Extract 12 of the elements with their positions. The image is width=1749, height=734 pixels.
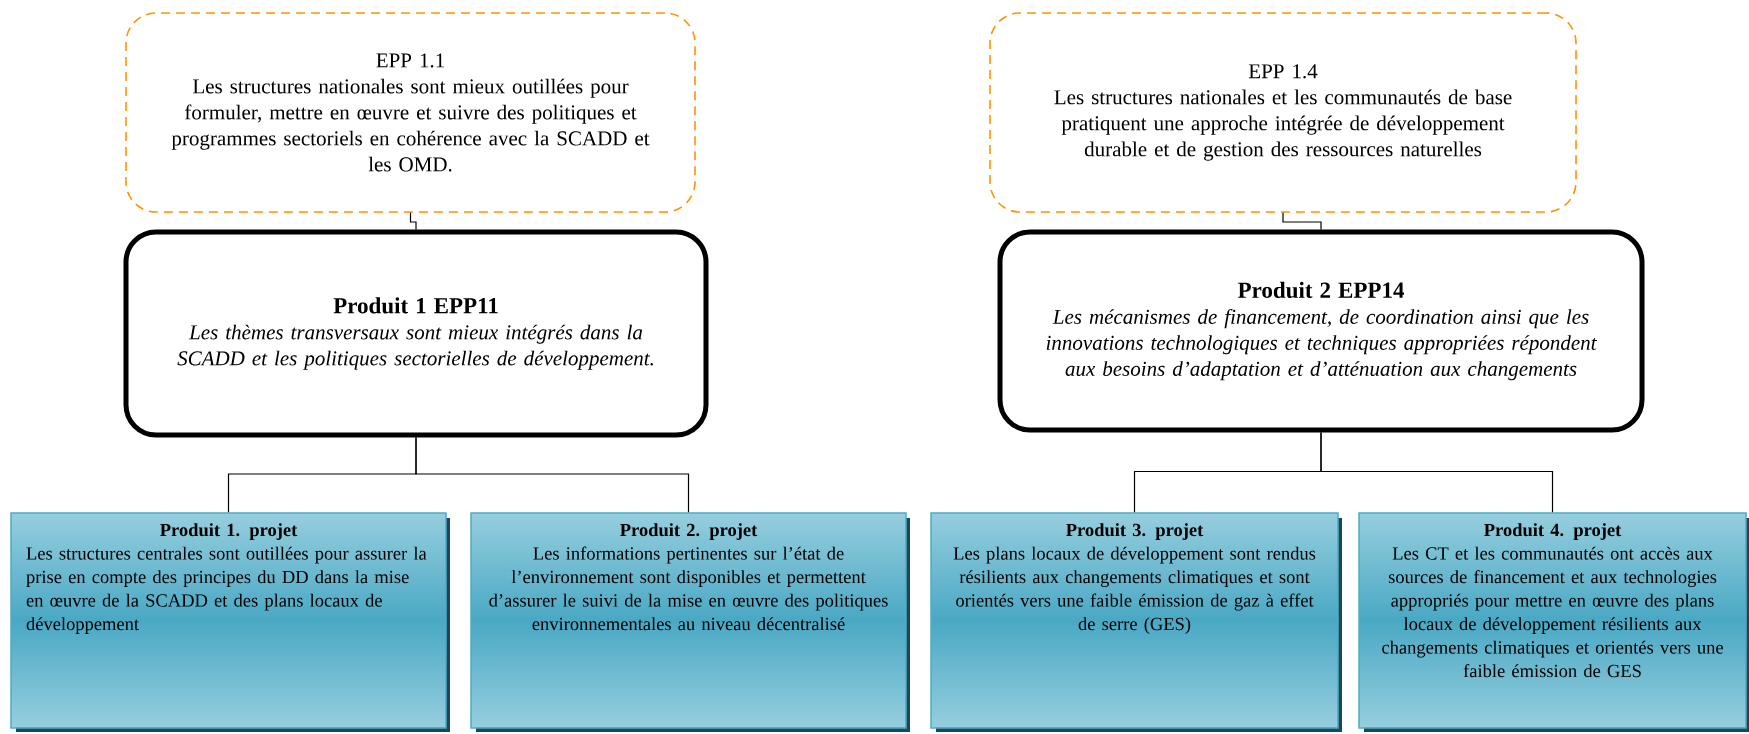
outcome-box: Produit 1 EPP11 Les thèmes transversaux sont mieux intégrés dans la SCADD et les politiques sectorielles de développement. (123, 229, 709, 438)
goal-box: EPP 1.4 Les structures nationales et les communautés de base pratiquent une approche intégrée de développement durable et de gestion des ressources naturelles (989, 12, 1577, 213)
project-box: Produit 1. projet Les structures centrales sont outillées pour assurer la prise en compte des principes du DD dans la mise en œuvre de la SCADD et des plans locaux de développement (10, 512, 450, 732)
project-box: Produit 3. projet Les plans locaux de développement sont rendus résilients aux changements climatiques et sont orientés vers une faible émission de gaz à effet de serre (GES) (930, 512, 1342, 732)
outcome-box: Produit 2 EPP14 Les mécanismes de financement, de coordination ainsi que les innovations technologiques et techniques appropriées répondent aux besoins d’adaptation et d’atténuation aux changements (997, 229, 1645, 433)
project-box: Produit 4. projet Les CT et les communautés ont accès aux sources de financement et aux technologies appropriés pour mettre en œuvre des plans locaux de développement résilients aux changements climatiques et orientés vers une faible émission de GES (1358, 512, 1749, 732)
connector-line (415, 436, 690, 513)
connector-line (1320, 431, 1554, 513)
goal-box: EPP 1.1 Les structures nationales sont mieux outillées pour formuler, mettre en œuvre et suivre des politiques et programmes sectoriels en cohérence avec la SCADD et les OMD. (125, 12, 696, 213)
connector-line (409, 212, 417, 231)
project-box: Produit 2. projet Les informations pertinentes sur l’état de l’environnement sont disponibles et permettent d’assurer le suivi de la mise en œuvre des politiques environnementales au niveau décentralisé (470, 512, 910, 732)
connector-line (1282, 212, 1322, 231)
